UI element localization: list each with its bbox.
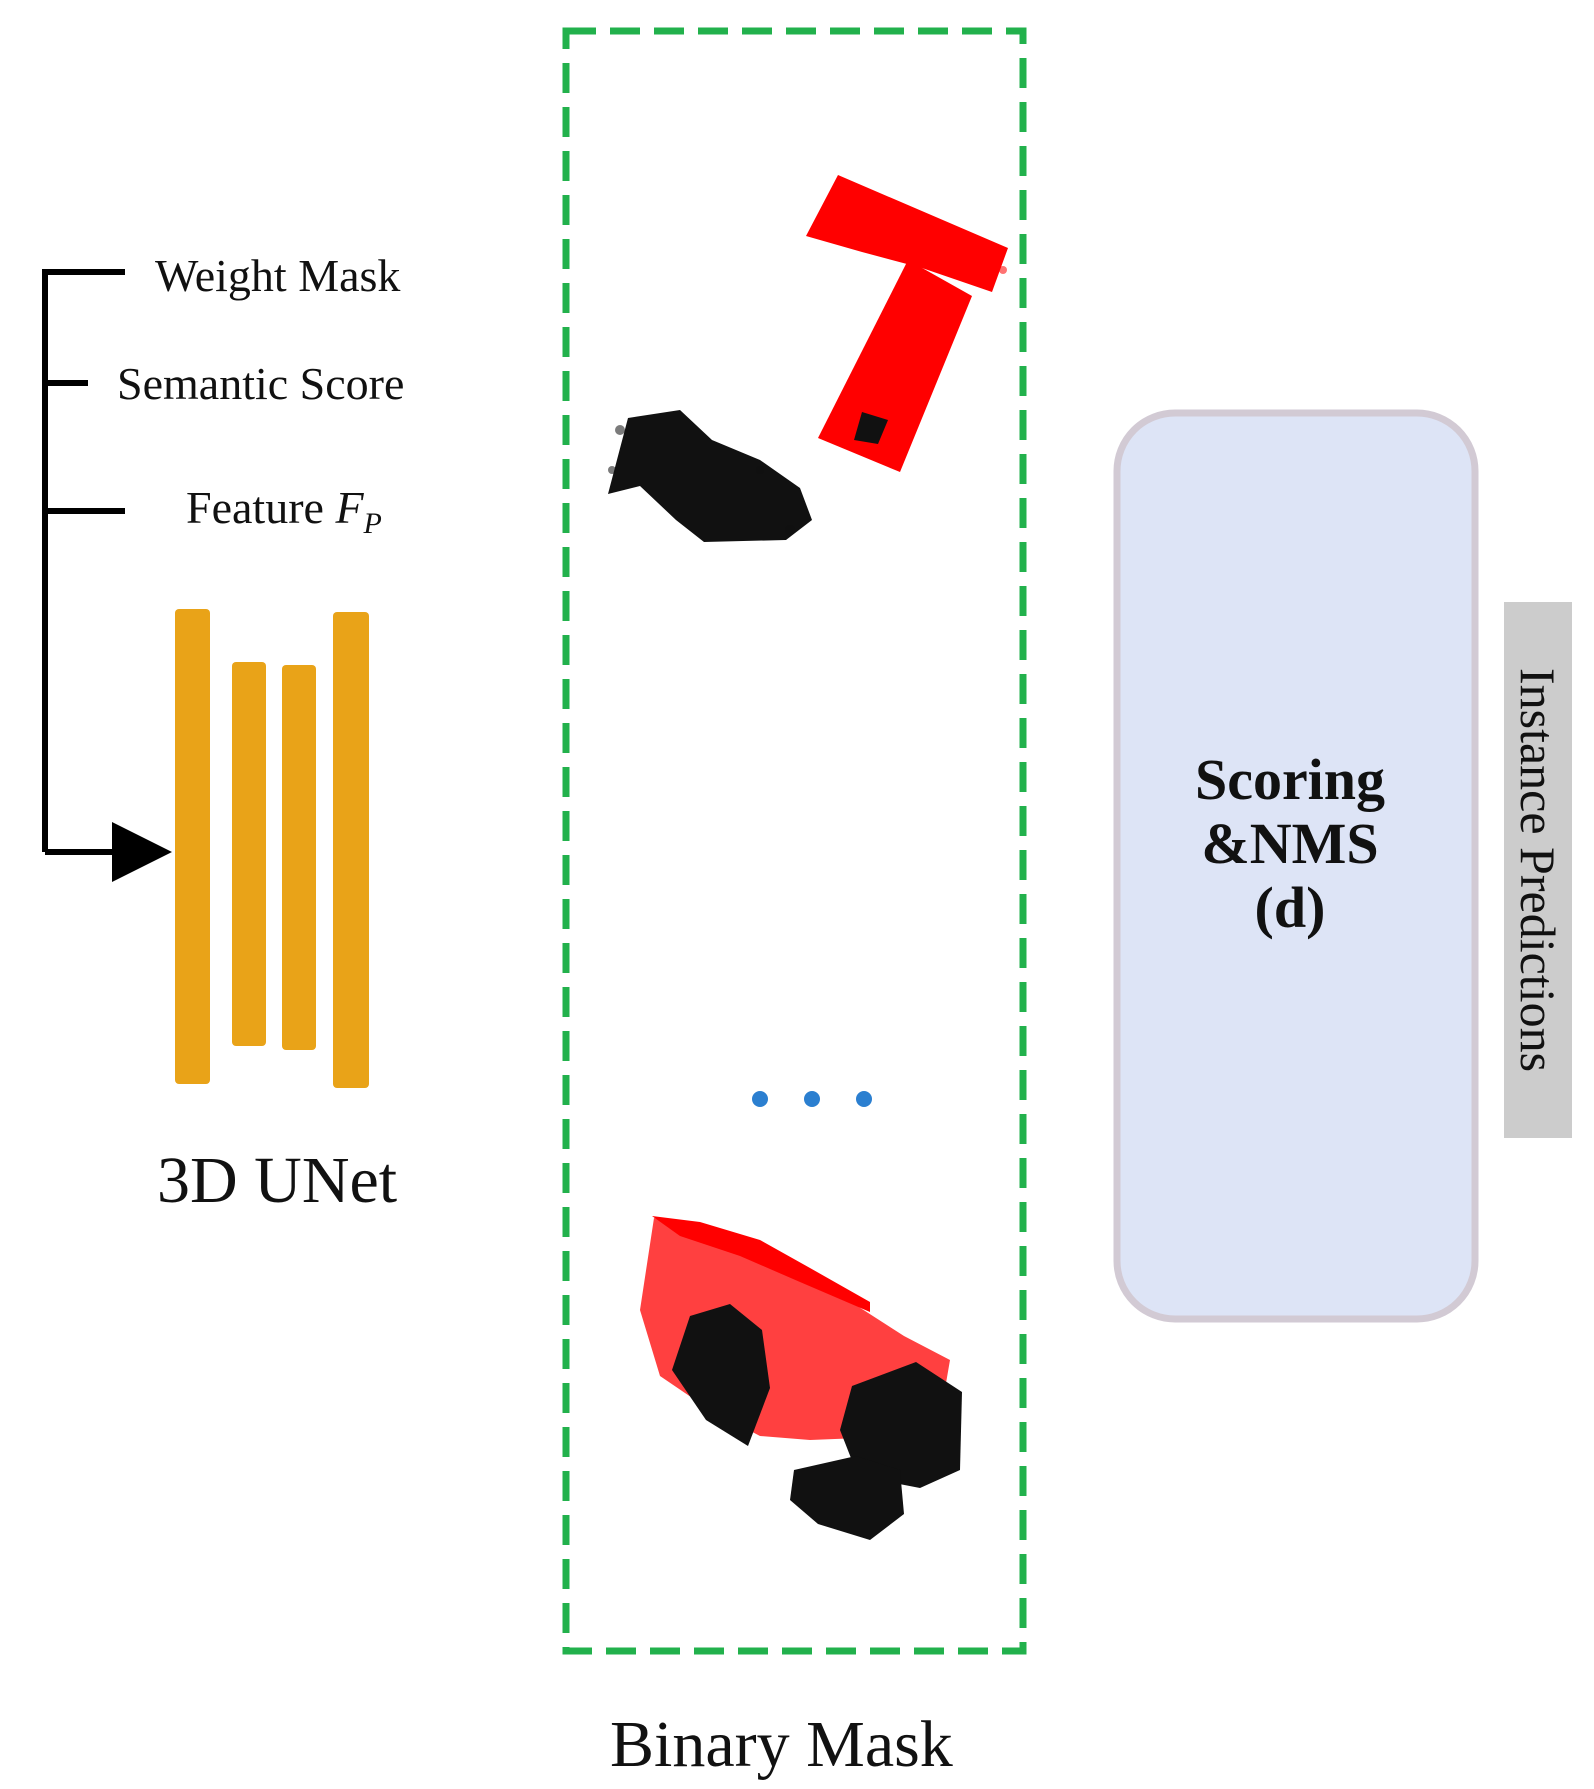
ellipsis-dots (752, 1091, 872, 1107)
instance-predictions-tab (1504, 602, 1572, 1138)
scoring-nms-text: Scoring &NMS (d) (1112, 748, 1468, 940)
feedback-connector (42, 269, 172, 882)
point-cloud-mixed-object (640, 1216, 962, 1540)
binary-mask-container (562, 27, 1027, 1655)
instance-predictions-label: Instance Predictions (1510, 667, 1566, 1073)
scoring-line-1: Scoring (1194, 747, 1386, 812)
feature-text: Feature (186, 482, 324, 533)
feature-label: Feature FP (186, 485, 382, 539)
binary-mask-label: Binary Mask (610, 1708, 953, 1781)
unet-encoder-bar-outer (175, 609, 210, 1084)
scoring-line-2: &NMS (1201, 811, 1379, 876)
unet-encoder-bar-inner (232, 662, 266, 1046)
semantic-score-label: Semantic Score (117, 358, 405, 409)
scoring-nms-box (1113, 409, 1479, 1323)
point-cloud-red-l-shape (806, 175, 1008, 472)
unet-decoder-bar-outer (333, 612, 369, 1088)
point-cloud-black-object (608, 410, 812, 542)
scoring-line-3: (d) (1254, 875, 1326, 940)
unet-label: 3D UNet (157, 1144, 398, 1217)
weight-mask-label: Weight Mask (155, 250, 401, 301)
unet-decoder-bar-inner (282, 665, 316, 1050)
feature-subscript: P (363, 507, 382, 540)
unet-bars (175, 609, 369, 1088)
feature-symbol: F (335, 482, 364, 533)
